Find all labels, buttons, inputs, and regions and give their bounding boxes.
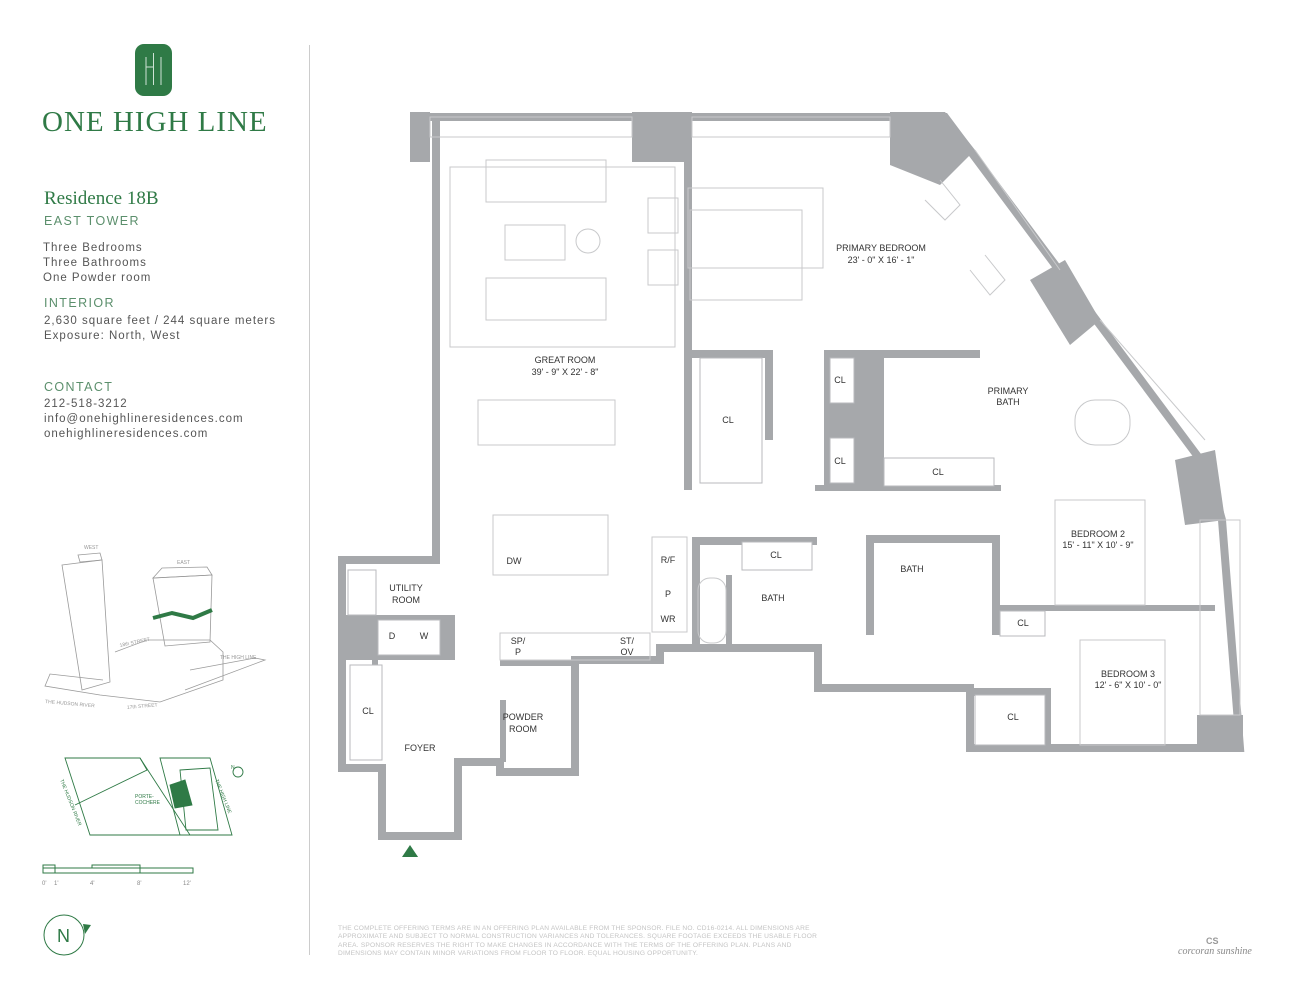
dishwasher-label: DW (507, 556, 522, 566)
bedroom2-dims: 15' - 11" X 10' - 9" (1062, 540, 1133, 550)
powder-label: POWDER (503, 712, 544, 722)
area-text: 2,630 square feet / 244 square meters (44, 315, 276, 327)
scale-bar: 0' 1' 4' 8' 12' (42, 864, 194, 887)
broker-logo-mark: CS (1206, 936, 1219, 946)
broker-name: corcoran sunshine (1178, 946, 1252, 957)
label-hudson: THE HUDSON RIVER (45, 699, 95, 709)
bath-label: BATH (761, 593, 784, 603)
porte-label: PORTE- (135, 794, 154, 800)
closet-label: CL (1017, 618, 1029, 628)
foyer-label: FOYER (404, 743, 436, 753)
scale-tick: 4' (90, 881, 94, 887)
feature-item: One Powder room (43, 272, 152, 284)
bedroom2-name: BEDROOM 2 (1071, 529, 1125, 539)
interior-details: 2,630 square feet / 244 square meters Ex… (44, 314, 276, 344)
entry-arrow-icon (402, 845, 418, 857)
wine-label: WR (661, 614, 676, 624)
compass-letter: N (57, 926, 70, 946)
bedroom3-name: BEDROOM 3 (1101, 669, 1155, 679)
building-diagram: WEST EAST 18th STREET THE HIGH LINE THE … (44, 545, 267, 711)
fridge-label: R/F (661, 555, 676, 565)
label-west: WEST (84, 545, 98, 551)
primary-bath-name: PRIMARY (988, 386, 1029, 396)
scale-tick: 0' (42, 881, 46, 887)
utility-label-2: ROOM (392, 595, 420, 605)
closet-label: CL (722, 415, 734, 425)
phone-link[interactable]: 212-518-3212 (44, 398, 128, 410)
dryer-label: D (389, 631, 396, 641)
contact-heading: CONTACT (44, 380, 114, 394)
rooms-interior (347, 357, 1046, 761)
primary-bath-name-2: BATH (996, 397, 1019, 407)
sp-label: SP/ (511, 636, 526, 646)
st-label: ST/ (620, 636, 635, 646)
label-17th-street: 17th STREET (127, 702, 158, 711)
label-east: EAST (177, 560, 190, 566)
tower-label: EAST TOWER (44, 214, 140, 228)
scale-tick: 8' (137, 881, 141, 887)
brand-name: ONE HIGH LINE (42, 106, 268, 138)
closet-label: CL (932, 467, 944, 477)
logo-icon (135, 44, 172, 96)
pantry-label: P (665, 589, 671, 599)
st-label-2: OV (620, 647, 633, 657)
panel-divider (309, 45, 310, 955)
exterior-walls (338, 113, 1245, 840)
closet-label: CL (834, 456, 846, 466)
great-room-name: GREAT ROOM (535, 355, 596, 365)
cochere-label: COCHERE (135, 800, 161, 806)
site-north-label: N (231, 765, 235, 771)
great-room-dims: 39' - 9" X 22' - 8" (532, 367, 599, 377)
scale-tick: 1' (54, 881, 58, 887)
residence-title: Residence 18B (44, 188, 159, 209)
utility-label: UTILITY (389, 583, 423, 593)
site-plan: PORTE- COCHERE THE HUDSON RIVER THE HIGH… (58, 757, 244, 836)
closet-label: CL (362, 706, 374, 716)
website-link[interactable]: onehighlineresidences.com (44, 428, 209, 440)
legal-disclaimer: THE COMPLETE OFFERING TERMS ARE IN AN OF… (338, 925, 818, 957)
powder-label-2: ROOM (509, 724, 537, 734)
bedroom3-dims: 12' - 6" X 10' - 0" (1095, 680, 1162, 690)
primary-bedroom-name: PRIMARY BEDROOM (836, 243, 926, 253)
features-list: Three Bedrooms Three Bathrooms One Powde… (43, 241, 151, 286)
scale-tick: 12' (183, 881, 191, 887)
label-high-line: THE HIGH LINE (220, 655, 257, 661)
closet-label: CL (770, 550, 782, 560)
interior-heading: INTERIOR (44, 296, 115, 310)
closet-label: CL (1007, 712, 1019, 722)
feature-item: Three Bedrooms (43, 242, 143, 254)
sp-label-2: P (515, 647, 521, 657)
north-compass-icon: N (43, 914, 91, 956)
washer-label: W (420, 631, 429, 641)
closet-label: CL (834, 375, 846, 385)
exposure-text: Exposure: North, West (44, 330, 181, 342)
bath-label: BATH (900, 564, 923, 574)
furniture (429, 116, 1241, 746)
primary-bedroom-dims: 23' - 0" X 16' - 1" (848, 255, 915, 265)
feature-item: Three Bathrooms (43, 257, 147, 269)
contact-details: 212-518-3212 info@onehighlineresidences.… (44, 397, 244, 442)
email-link[interactable]: info@onehighlineresidences.com (44, 413, 244, 425)
room-labels: GREAT ROOM 39' - 9" X 22' - 8" PRIMARY B… (362, 243, 1161, 753)
